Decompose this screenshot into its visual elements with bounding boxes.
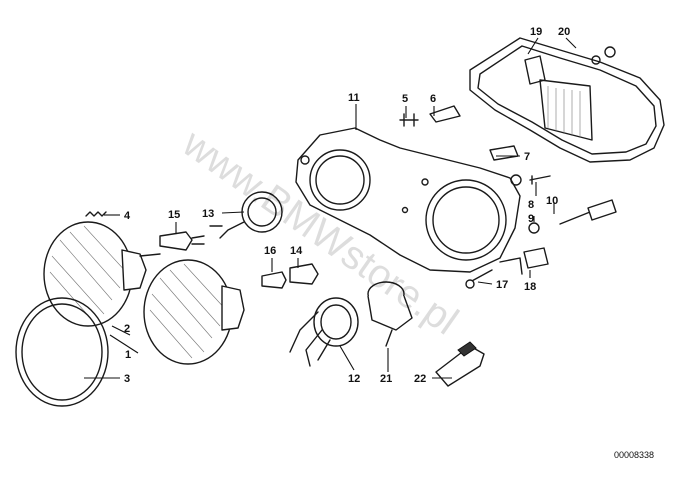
bulb-holder-14: [289, 263, 319, 285]
callout-10: 10: [546, 195, 558, 207]
callout-15: 15: [168, 209, 180, 221]
reference-number: 00008338: [614, 450, 654, 460]
headlight-cover: [469, 37, 665, 163]
housing-21: [367, 281, 413, 347]
callout-5: 5: [402, 93, 408, 105]
leader-lines: [84, 37, 577, 379]
screws-5-6: [399, 105, 461, 127]
callout-1: 1: [125, 349, 131, 361]
clip-18: [499, 247, 549, 275]
callout-13: 13: [202, 208, 214, 220]
adjusting-spring: [85, 211, 107, 217]
callout-18: 18: [524, 281, 536, 293]
screw-8: [529, 175, 551, 185]
headlight-outer: [43, 221, 161, 327]
callout-19: 19: [530, 26, 542, 38]
callout-4: 4: [124, 210, 131, 222]
headlight-inner: [143, 259, 245, 365]
callout-20: 20: [558, 26, 570, 38]
callout-3: 3: [124, 373, 130, 385]
nut-9: [528, 222, 540, 234]
trim-ring: [15, 297, 109, 407]
socket-12: [289, 297, 359, 367]
callout-17: 17: [496, 279, 508, 291]
callout-8: 8: [528, 199, 534, 211]
callout-labels: 1 2 3 4 5 6 7 8 9 10 11 12 13 14 15 16 1…: [124, 26, 570, 385]
adjuster-10: [559, 199, 617, 225]
callout-7: 7: [524, 151, 530, 163]
headlight-carrier: [295, 127, 522, 273]
callout-16: 16: [264, 245, 276, 257]
callout-2: 2: [124, 323, 130, 335]
screw-17: [465, 269, 493, 289]
bulb-h4: [159, 231, 205, 251]
connector-22: [435, 341, 485, 387]
callout-9: 9: [528, 213, 534, 225]
bolt-7: [489, 145, 519, 161]
callout-21: 21: [380, 373, 392, 385]
callout-11: 11: [348, 92, 360, 104]
callout-14: 14: [290, 245, 303, 257]
callout-12: 12: [348, 373, 360, 385]
parking-bulb-16: [261, 271, 287, 289]
bulb-socket-13: [209, 191, 283, 239]
callout-6: 6: [430, 93, 436, 105]
callout-22: 22: [414, 373, 426, 385]
